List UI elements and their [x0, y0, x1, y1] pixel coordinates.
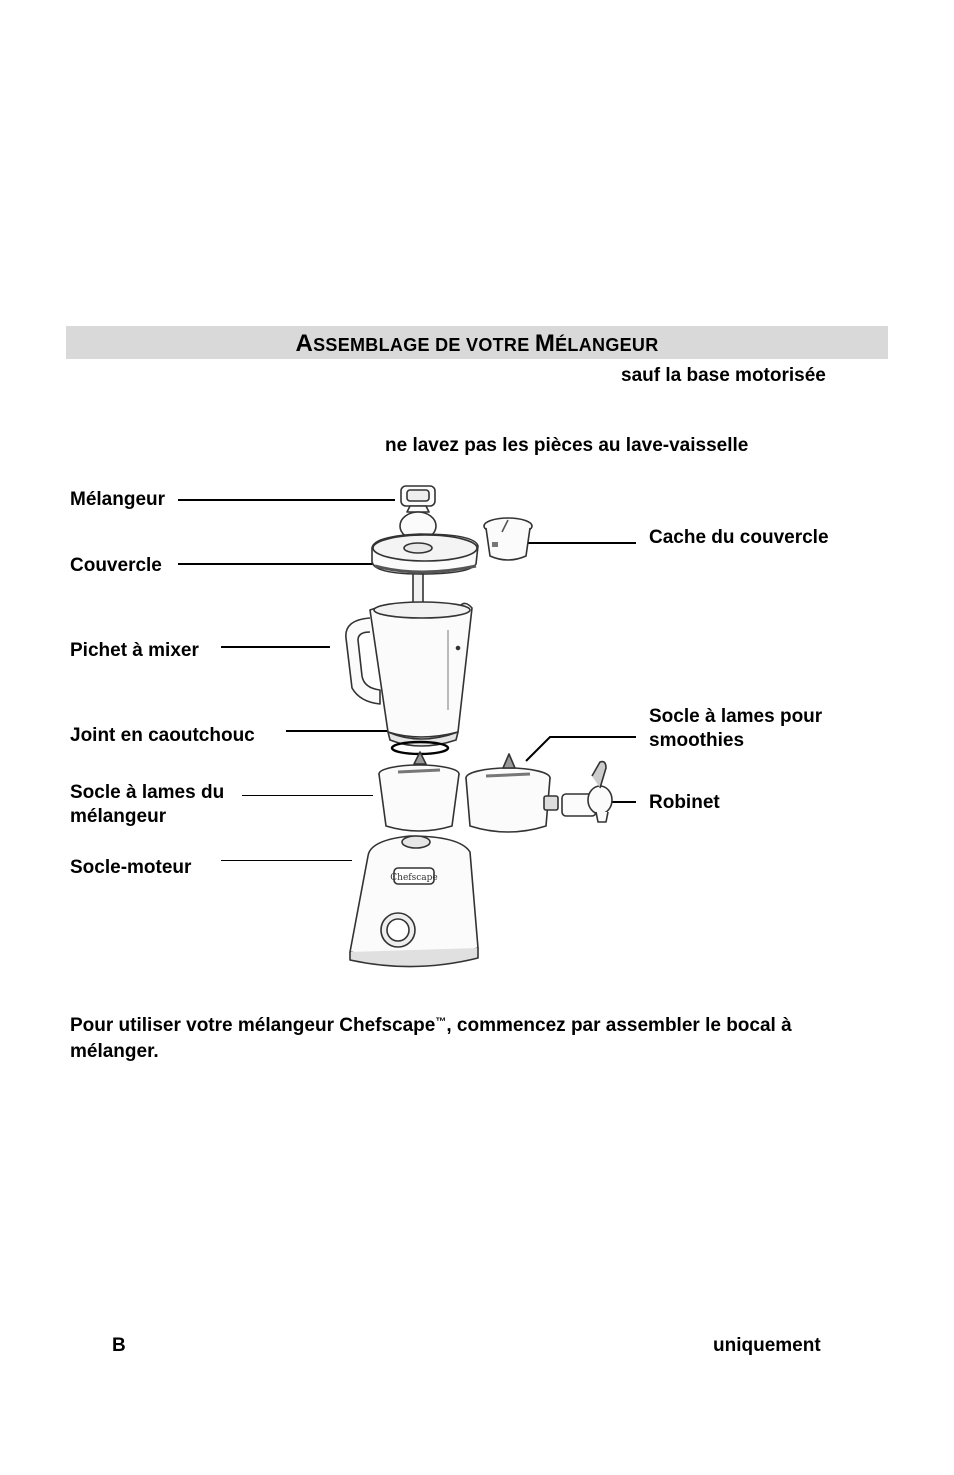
label-pichet: Pichet à mixer — [70, 640, 199, 661]
leader-cache-couvercle — [527, 542, 636, 544]
plunger-part — [399, 485, 437, 613]
label-socle-melangeur-2: mélangeur — [70, 806, 167, 827]
blade-base-part — [378, 751, 460, 832]
note-line-2: ne lavez pas les pièces au lave-vaissell… — [385, 435, 749, 456]
label-couvercle: Couvercle — [70, 555, 162, 576]
leader-melangeur — [178, 499, 395, 501]
label-socle-smoothies-1: Socle à lames pour — [649, 706, 823, 727]
instructions-line-1: Pour utiliser votre mélangeur Chefscape™… — [70, 1015, 792, 1036]
label-socle-melangeur-1: Socle à lames du — [70, 782, 225, 803]
footer-left: B — [112, 1335, 126, 1356]
section-heading: ASSEMBLAGE DE VOTRE MÉLANGEUR — [295, 330, 659, 357]
leader-socle-melangeur — [242, 795, 373, 796]
label-joint: Joint en caoutchouc — [70, 725, 255, 746]
label-socle-moteur: Socle-moteur — [70, 857, 192, 878]
tap-part — [561, 760, 613, 823]
leader-robinet — [612, 801, 636, 803]
label-melangeur: Mélangeur — [70, 489, 166, 510]
pitcher-part — [345, 601, 473, 747]
label-socle-smoothies-2: smoothies — [649, 730, 745, 751]
label-cache-couvercle: Cache du couvercle — [649, 527, 829, 548]
label-robinet: Robinet — [649, 792, 720, 813]
footer-right: uniquement — [713, 1335, 821, 1356]
note-line-1: sauf la base motorisée — [621, 365, 826, 386]
leader-couvercle — [178, 563, 374, 565]
leader-joint — [286, 730, 390, 732]
brand-logo: Chefscape — [390, 873, 437, 883]
section-heading-bar — [66, 326, 888, 359]
blender-exploded-diagram: Chefscape — [345, 485, 613, 968]
instructions-line-2: mélanger. — [70, 1041, 159, 1062]
leader-pichet — [221, 646, 330, 648]
leader-socle-smoothies — [525, 736, 636, 762]
lid-part — [371, 533, 479, 575]
lid-cap-part — [483, 517, 533, 561]
leader-socle-moteur — [221, 860, 352, 861]
smoothie-base-part — [465, 753, 559, 833]
motor-base-part: Chefscape — [349, 835, 479, 968]
